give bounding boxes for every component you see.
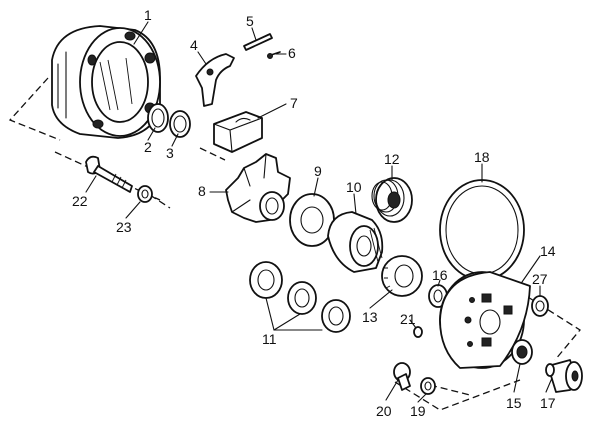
label-16: 16	[432, 267, 448, 283]
label-22: 22	[72, 193, 88, 209]
part-19-washer	[420, 377, 436, 395]
label-10: 10	[346, 179, 362, 195]
part-10-spool	[327, 211, 384, 273]
label-13: 13	[362, 309, 378, 325]
label-4: 4	[190, 37, 198, 53]
label-1: 1	[144, 7, 152, 23]
part-7-block	[213, 111, 263, 153]
label-17: 17	[540, 395, 556, 411]
label-11: 11	[262, 331, 277, 347]
part-11-washers	[249, 261, 351, 333]
part-22-bolt	[85, 155, 133, 193]
label-9: 9	[314, 163, 322, 179]
label-8: 8	[198, 183, 206, 199]
label-7: 7	[290, 95, 298, 111]
label-27: 27	[532, 271, 548, 287]
part-6-screw	[267, 51, 281, 59]
label-2: 2	[144, 139, 152, 155]
label-14: 14	[540, 243, 556, 259]
part-8-star-hub	[225, 153, 291, 223]
label-19: 19	[410, 403, 426, 419]
part-15-bushing	[511, 339, 533, 365]
callout-labels: 1 2 3 4 5 6 7 8 9 10 11 12 13 14 15 16 1…	[72, 7, 556, 419]
part-5-pin	[243, 33, 273, 51]
part-3-washer	[169, 110, 191, 138]
label-15: 15	[506, 395, 522, 411]
part-2-washer	[147, 103, 169, 133]
part-9-flat-washer	[289, 193, 335, 247]
part-4-lever	[195, 53, 235, 107]
part-18-o-ring	[439, 179, 525, 281]
leader-lines	[85, 21, 553, 403]
part-14-cover-plate	[439, 271, 531, 369]
part-17-shoulder-bolt	[545, 359, 583, 393]
label-3: 3	[166, 145, 174, 161]
part-27-washer	[531, 295, 549, 317]
label-21: 21	[400, 311, 416, 327]
part-13-gear-ring	[381, 255, 423, 297]
label-20: 20	[376, 403, 392, 419]
part-20-cap-screw	[393, 362, 411, 391]
part-21-small-ring	[413, 326, 423, 338]
label-18: 18	[474, 149, 490, 165]
label-12: 12	[384, 151, 400, 167]
label-6: 6	[288, 45, 296, 61]
label-5: 5	[246, 13, 254, 29]
part-23-washer	[137, 185, 153, 203]
part-12-spring	[371, 177, 413, 223]
label-23: 23	[116, 219, 132, 235]
part-1-drum-housing	[51, 25, 161, 139]
